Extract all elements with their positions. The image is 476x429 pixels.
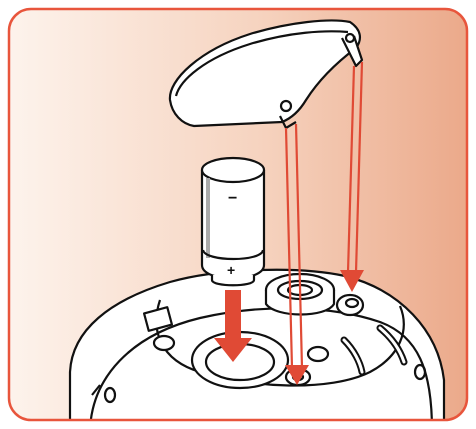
battery-icon: − + bbox=[202, 158, 264, 285]
battery-positive-label: + bbox=[227, 262, 235, 278]
battery-negative-label: − bbox=[228, 190, 237, 207]
